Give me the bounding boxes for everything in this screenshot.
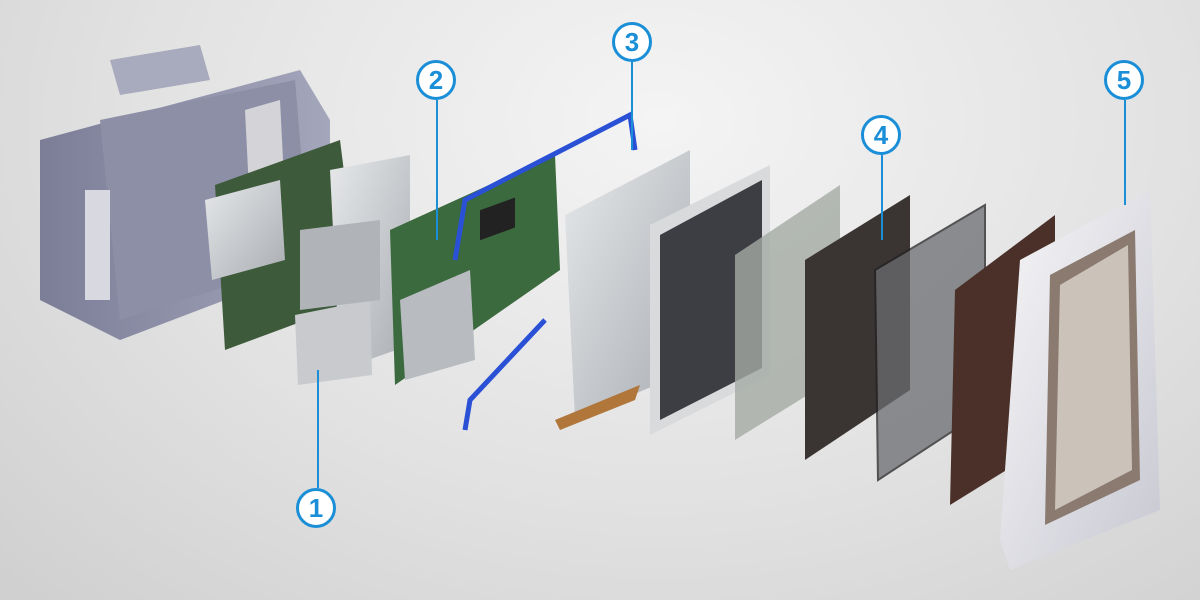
- callout-3: 3: [612, 22, 652, 62]
- front-bezel-5: [1000, 190, 1160, 570]
- callout-1: 1: [296, 488, 336, 528]
- callout-4: 4: [861, 115, 901, 155]
- pcb-assembly: [205, 140, 410, 385]
- leader-lines: [317, 62, 1126, 488]
- callout-5: 5: [1104, 60, 1144, 100]
- callout-2: 2: [416, 60, 456, 100]
- board-2: [390, 155, 560, 385]
